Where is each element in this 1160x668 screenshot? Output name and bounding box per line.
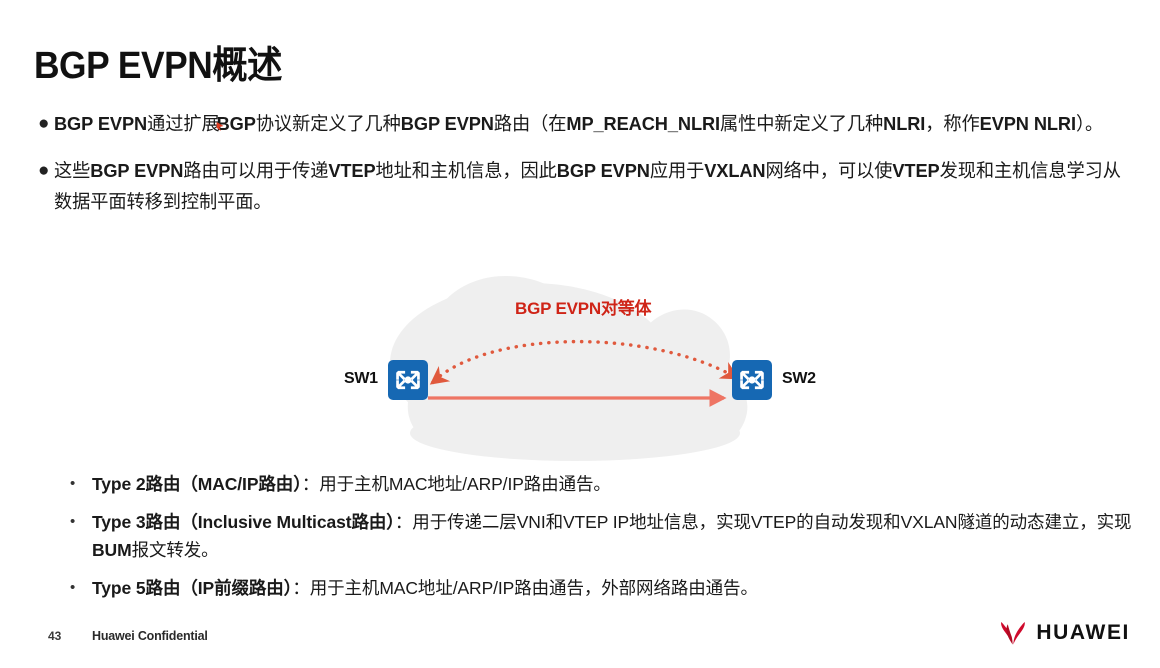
- bullet-text-1: BGP EVPN通过扩展BGP协议新定义了几种BGP EVPN路由（在MP_RE…: [54, 108, 1122, 139]
- network-diagram: BGP EVPN对等体 SW1: [300, 258, 880, 468]
- text-run: 路由可以用于传递: [183, 160, 329, 181]
- bullet-marker: ●: [38, 160, 50, 181]
- text-run: VTEP: [892, 160, 940, 181]
- bgp-peer-label: BGP EVPN对等体: [515, 299, 652, 318]
- confidential-label: Huawei Confidential: [92, 629, 208, 643]
- text-run: 地址和主机信息，因此: [375, 160, 557, 181]
- text-run: NLRI: [883, 113, 926, 134]
- text-run: ）。: [1075, 113, 1104, 134]
- sub-bullet-marker: •: [70, 475, 76, 492]
- main-bullet-list: ● BGP EVPN通过扩展BGP协议新定义了几种BGP EVPN路由（在MP_…: [38, 108, 1138, 233]
- text-run: Type 2路由（MAC/IP路由）: [92, 474, 302, 494]
- cloud-shape: [390, 276, 748, 461]
- text-run: 这些: [54, 160, 91, 181]
- text-run: 路由（在: [493, 113, 567, 134]
- text-run: VTEP: [328, 160, 376, 181]
- text-run: MP_REACH_NLRI: [566, 113, 721, 134]
- text-run: BGP EVPN: [400, 113, 494, 134]
- huawei-petal-icon: [1001, 622, 1026, 645]
- page-title: BGP EVPN概述: [34, 45, 283, 87]
- switch-glyph: [396, 370, 420, 390]
- text-run: BGP EVPN: [90, 160, 184, 181]
- route-type-3-text: Type 3路由（Inclusive Multicast路由）：用于传递二层VN…: [92, 508, 1140, 564]
- list-item: • Type 3路由（Inclusive Multicast路由）：用于传递二层…: [70, 508, 1140, 564]
- cursor-mark-icon: [216, 122, 224, 131]
- bullet-item-2: ● 这些BGP EVPN路由可以用于传递VTEP地址和主机信息，因此BGP EV…: [38, 155, 1138, 217]
- switch-label-sw1: SW1: [344, 370, 378, 387]
- text-run: 报文转发。: [131, 540, 219, 560]
- text-run: Type 3路由（Inclusive Multicast路由）: [92, 512, 395, 532]
- route-type-2-text: Type 2路由（MAC/IP路由）：用于主机MAC地址/ARP/IP路由通告。: [92, 470, 1140, 498]
- bullet-text-2: 这些BGP EVPN路由可以用于传递VTEP地址和主机信息，因此BGP EVPN…: [54, 155, 1122, 217]
- page-number: 43: [48, 629, 62, 643]
- text-run: BGP EVPN: [54, 113, 148, 134]
- switch-label-sw2: SW2: [782, 370, 816, 387]
- switch-glyph: [740, 370, 764, 390]
- text-run: 属性中新定义了几种: [720, 113, 884, 134]
- route-type-list: • Type 2路由（MAC/IP路由）：用于主机MAC地址/ARP/IP路由通…: [70, 470, 1140, 612]
- text-run: BGP: [216, 113, 256, 134]
- text-run: EVPN NLRI: [979, 113, 1076, 134]
- text-run: 通过扩展: [147, 113, 220, 134]
- bullet-marker: ●: [38, 113, 50, 134]
- text-run: Type 5路由（IP前缀路由）: [92, 578, 293, 598]
- text-run: 应用于: [649, 160, 705, 181]
- bullet-item-1: ● BGP EVPN通过扩展BGP协议新定义了几种BGP EVPN路由（在MP_…: [38, 108, 1138, 139]
- huawei-wordmark: HUAWEI: [1036, 621, 1130, 644]
- list-item: • Type 2路由（MAC/IP路由）：用于主机MAC地址/ARP/IP路由通…: [70, 470, 1140, 498]
- text-run: ，称作: [925, 113, 980, 134]
- list-item: • Type 5路由（IP前缀路由）：用于主机MAC地址/ARP/IP路由通告，…: [70, 574, 1140, 602]
- switch-icon-sw2[interactable]: [732, 360, 772, 400]
- route-type-5-text: Type 5路由（IP前缀路由）：用于主机MAC地址/ARP/IP路由通告，外部…: [92, 574, 1140, 602]
- text-run: BUM: [92, 540, 132, 560]
- text-run: ：用于主机MAC地址/ARP/IP路由通告。: [301, 474, 611, 494]
- dotted-arrow-left-head: [429, 366, 451, 385]
- text-run: 协议新定义了几种: [255, 113, 401, 134]
- text-run: 发现和主机信息学习从数据平面转移到控制平面。: [54, 160, 1121, 212]
- huawei-logo: HUAWEI: [999, 620, 1130, 646]
- text-run: VXLAN: [704, 160, 766, 181]
- sub-bullet-marker: •: [70, 579, 76, 596]
- text-run: ：用于主机MAC地址/ARP/IP路由通告，外部网络路由通告。: [292, 578, 758, 598]
- cloud-and-arrows-graphic: [390, 276, 748, 461]
- bgp-peer-dotted-arrow: [432, 339, 740, 383]
- switch-icon-sw1[interactable]: [388, 360, 428, 400]
- text-run: BGP EVPN: [556, 160, 650, 181]
- text-run: ：用于传递二层VNI和VTEP IP地址信息，实现VTEP的自动发现和VXLAN…: [394, 512, 1132, 532]
- sub-bullet-marker: •: [70, 513, 76, 530]
- text-run: 网络中，可以使: [765, 160, 893, 181]
